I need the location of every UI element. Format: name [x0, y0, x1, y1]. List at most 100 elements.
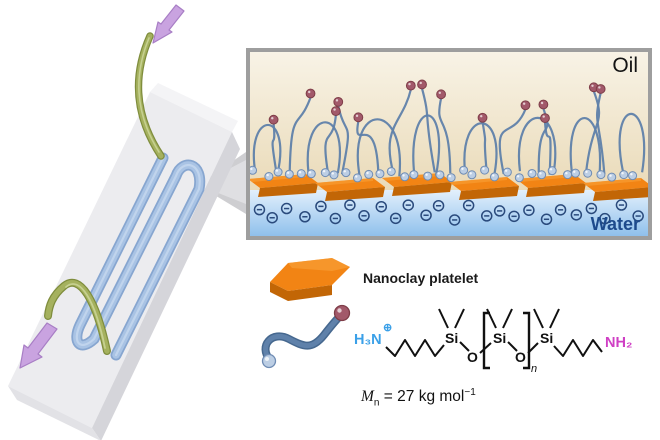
- outlet-tubing: [44, 278, 111, 355]
- chain-head: [305, 88, 316, 99]
- chain-head: [436, 89, 446, 100]
- negative-charge-icon: [375, 200, 388, 213]
- chain-head: [268, 114, 279, 125]
- nanoclay-platelet-label: Nanoclay platelet: [363, 270, 479, 286]
- si-label-3: Si: [540, 330, 553, 346]
- platelet-edge: [526, 183, 586, 197]
- bead-highlight: [598, 172, 601, 175]
- head-highlight: [542, 115, 545, 118]
- polymer-chains: [252, 88, 646, 177]
- si-label-2: Si: [493, 330, 506, 346]
- head-highlight: [540, 101, 544, 105]
- anchor-bead: [502, 167, 512, 177]
- chain-head: [538, 99, 549, 110]
- negative-charge-icon: [540, 213, 553, 226]
- polymer-chain: [543, 122, 552, 175]
- bead-highlight: [621, 171, 624, 175]
- head-highlight: [333, 108, 336, 111]
- bead-highlight: [539, 172, 542, 175]
- negative-charge-icon: [253, 203, 266, 216]
- bead-highlight: [482, 167, 485, 170]
- anchor-bead: [341, 168, 351, 178]
- polymer-chain: [481, 121, 488, 173]
- bead-highlight: [425, 173, 428, 176]
- oxygen-label-1: O: [467, 349, 478, 365]
- chain-head: [595, 84, 606, 94]
- molar-mass-label: Mn = 27 kg mol−1: [361, 387, 476, 408]
- anchor-bead: [446, 173, 456, 183]
- inlet-flow-arrow: [152, 4, 185, 44]
- negative-charge-icon: [508, 210, 520, 223]
- bead-highlight: [448, 175, 452, 178]
- anchor-bead: [619, 170, 629, 180]
- polymer-chain: [420, 88, 436, 173]
- oxygen-label-2: O: [515, 349, 526, 365]
- chain-head: [405, 80, 416, 91]
- polymer-chain-loop: [517, 116, 557, 173]
- negative-charge-icon: [280, 202, 293, 215]
- chain-head: [540, 113, 550, 123]
- negative-charge-icon: [523, 204, 535, 216]
- head-highlight: [355, 114, 359, 118]
- anchor-bead: [547, 166, 557, 176]
- anchor-bead: [296, 169, 306, 179]
- negative-charge-icon: [389, 212, 402, 225]
- head-highlight: [522, 102, 526, 105]
- platelet-edge: [459, 186, 519, 200]
- polymer-chain: [337, 105, 350, 175]
- negative-charge-icon: [420, 209, 432, 221]
- bead-highlight: [573, 170, 576, 173]
- oil-label: Oil: [612, 54, 638, 77]
- anchor-bead: [527, 168, 537, 178]
- bead-highlight: [266, 173, 269, 177]
- bead-highlight: [504, 169, 508, 172]
- head-highlight: [598, 86, 601, 89]
- platelet-highlight: [516, 174, 574, 182]
- anchor-bead: [250, 165, 258, 175]
- si-label-1: Si: [445, 330, 458, 346]
- negative-charge-icon: [432, 199, 445, 212]
- polymer-chain: [324, 114, 337, 176]
- bead-highlight: [492, 174, 495, 177]
- bead-highlight: [250, 167, 253, 171]
- polymer-chain: [596, 92, 606, 175]
- bead-highlight: [322, 169, 326, 173]
- mn-value: = 27 kg mol: [379, 388, 465, 406]
- mn-exponent: −1: [464, 387, 476, 398]
- head-highlight: [308, 90, 311, 94]
- negative-charge-icon: [266, 211, 278, 224]
- anchor-bead: [364, 169, 374, 179]
- negative-charge-icon: [570, 209, 583, 221]
- anchor-bead: [514, 173, 524, 183]
- polymer-chain-loop: [569, 117, 602, 177]
- polymer-chain: [388, 89, 412, 175]
- negative-charge-icon: [329, 212, 342, 225]
- negative-charge-icon: [632, 210, 644, 222]
- anchor-bead: [480, 165, 490, 175]
- chain-head: [333, 96, 344, 107]
- anchor-beads: [250, 165, 638, 183]
- platelet-highlight: [583, 178, 641, 186]
- negative-charge-icon: [344, 199, 356, 211]
- anchor-bead: [570, 168, 580, 178]
- polymer-chain: [288, 97, 312, 172]
- anchor-bead: [409, 170, 419, 180]
- head-highlight: [591, 84, 594, 87]
- serpentine-channel: [71, 152, 206, 361]
- polymer-chain-loop: [252, 123, 282, 175]
- polymer-chain: [356, 121, 380, 172]
- anchor-bead: [306, 169, 316, 179]
- anchor-bead: [320, 168, 330, 178]
- negative-charge-icon: [615, 199, 628, 211]
- anchor-bead: [386, 166, 396, 176]
- anchor-bead: [400, 172, 410, 182]
- bead-highlight: [630, 173, 633, 176]
- negative-charge-icon: [480, 210, 493, 222]
- bead-highlight: [355, 175, 358, 178]
- polymer-chain-loop: [618, 112, 646, 173]
- anchor-bead: [489, 172, 499, 182]
- bead-highlight: [275, 169, 279, 172]
- bead-highlight: [388, 168, 392, 172]
- bead-highlight: [585, 170, 588, 174]
